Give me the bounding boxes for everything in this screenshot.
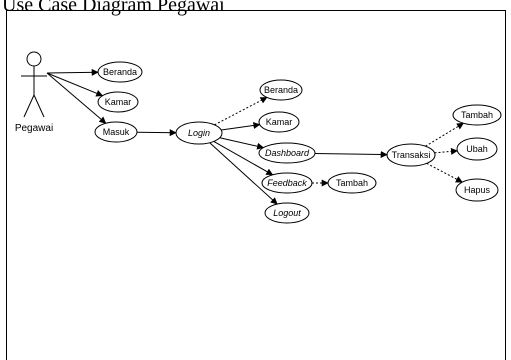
use-case-label: Ubah	[466, 144, 488, 154]
actor-figure	[21, 52, 47, 117]
use-case-kamar1: Kamar	[98, 92, 138, 112]
use-case-beranda1: Beranda	[98, 62, 142, 82]
use-case-label: Dashboard	[265, 148, 310, 158]
edge-actor-to-masuk	[47, 73, 106, 123]
actor-left-leg	[24, 95, 34, 117]
use-case-dashboard: Dashboard	[259, 143, 315, 163]
actor-label: Pegawai	[15, 123, 53, 134]
use-case-kamar2: Kamar	[259, 112, 299, 132]
use-case-label: Login	[188, 128, 210, 138]
edge-transaksi-to-hapus	[427, 163, 463, 182]
use-case-label: Masuk	[103, 127, 130, 137]
edge-transaksi-to-ubah	[435, 151, 458, 153]
edge-actor-to-beranda1	[47, 72, 98, 73]
use-case-masuk: Masuk	[95, 122, 137, 142]
use-case-tambah_feedback: Tambah	[328, 173, 376, 193]
edge-transaksi-to-tambah	[425, 123, 463, 146]
use-case-label: Tambah	[336, 178, 368, 188]
use-case-feedback: Feedback	[262, 173, 312, 193]
use-case-hapus: Hapus	[456, 179, 498, 201]
use-case-transaksi: Transaksi	[387, 144, 435, 166]
use-case-ubah: Ubah	[457, 138, 497, 160]
actor-head	[27, 52, 41, 66]
use-case-label: Kamar	[105, 97, 132, 107]
use-case-tambah: Tambah	[453, 105, 501, 125]
use-case-logout: Logout	[265, 203, 309, 223]
use-case-label: Feedback	[267, 178, 307, 188]
edge-login-to-dashboard	[220, 138, 264, 148]
actor-right-leg	[34, 95, 44, 117]
use-case-beranda2: Beranda	[260, 80, 302, 100]
use-case-login: Login	[176, 122, 222, 144]
edge-login-to-kamar2	[221, 125, 260, 130]
use-case-label: Logout	[273, 208, 301, 218]
use-case-label: Hapus	[464, 185, 491, 195]
use-case-label: Beranda	[264, 85, 298, 95]
use-case-label: Tambah	[461, 110, 493, 120]
use-case-label: Beranda	[103, 67, 137, 77]
use-case-label: Transaksi	[392, 150, 431, 160]
edge-dashboard-to-transaksi	[315, 153, 387, 154]
use-case-label: Kamar	[266, 117, 293, 127]
edge-actor-to-kamar1	[47, 73, 103, 96]
